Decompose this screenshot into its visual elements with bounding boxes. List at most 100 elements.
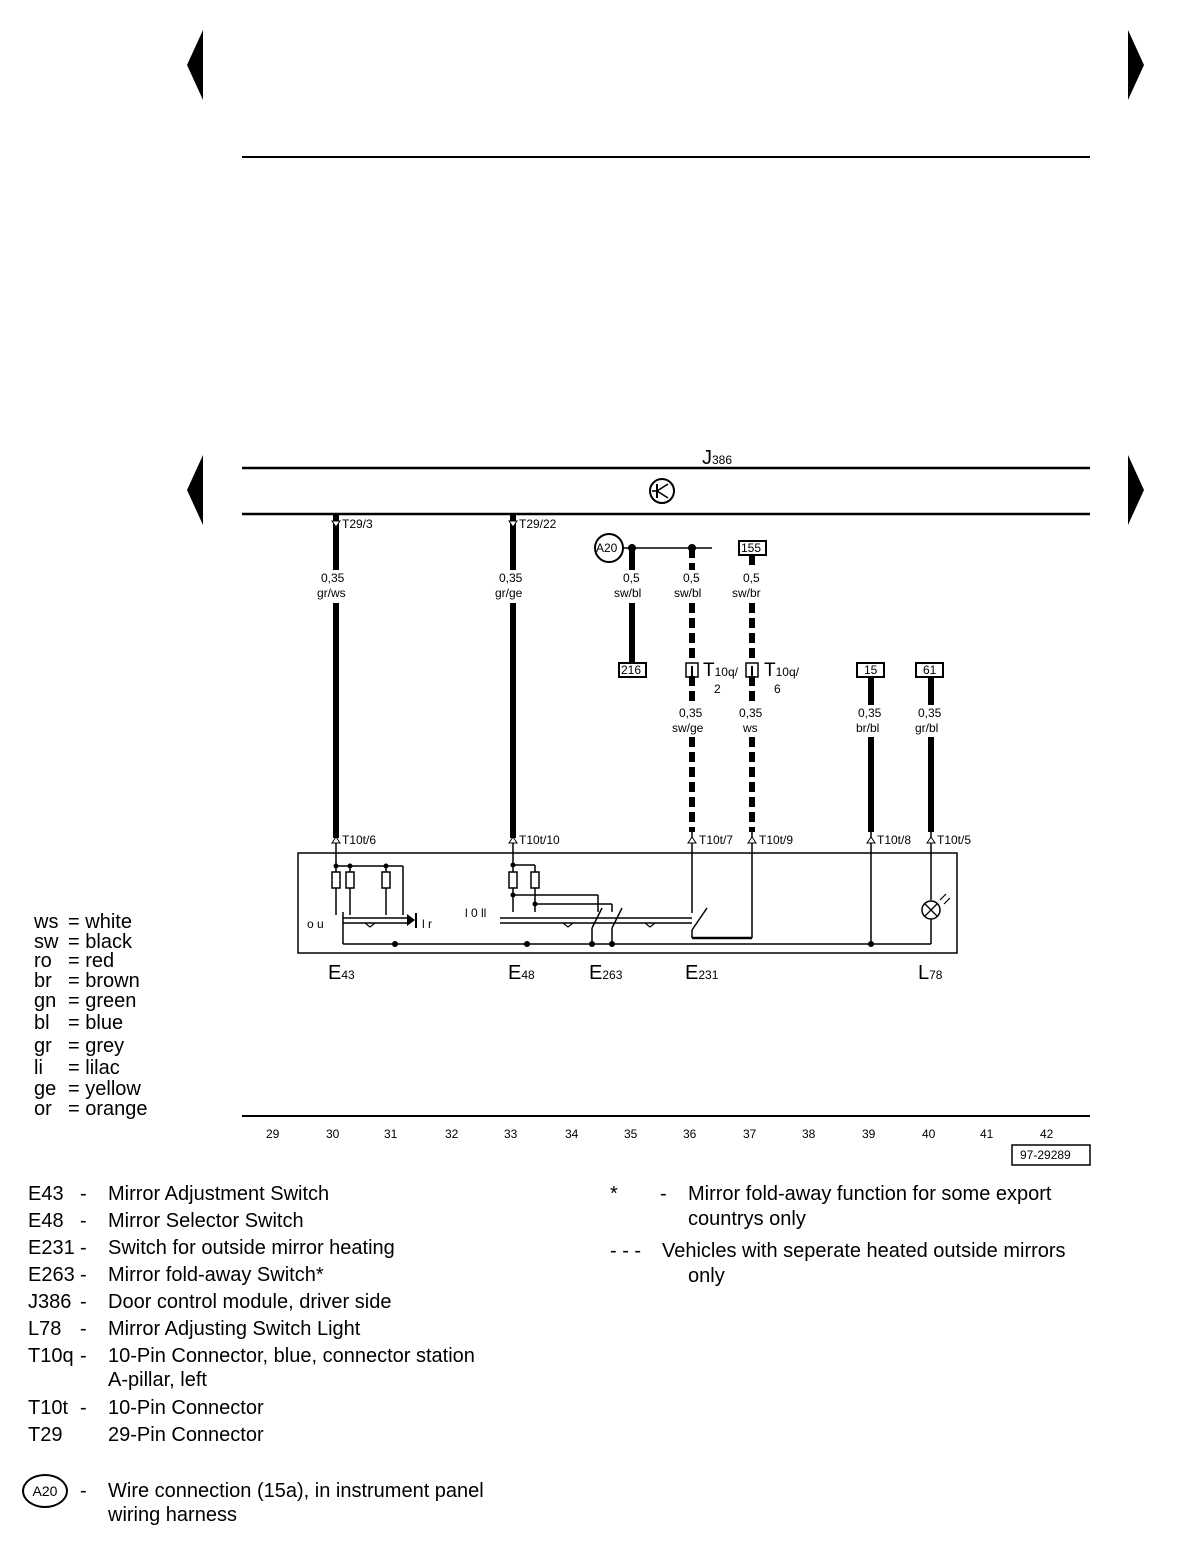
wire-color-label: gr/ws bbox=[317, 586, 346, 600]
legend-row: gr= grey bbox=[34, 1035, 125, 1057]
column-number: 40 bbox=[922, 1127, 936, 1141]
parts-list-item: E231-Switch for outside mirror heating bbox=[28, 1237, 395, 1259]
switch-position-mark: l r bbox=[422, 917, 432, 931]
reference-box-label: 61 bbox=[923, 663, 937, 677]
figure-id: 97-29289 bbox=[1020, 1148, 1071, 1162]
wire-terminal-label: T10t/8 bbox=[877, 833, 912, 847]
component-label-e48: E48 bbox=[508, 962, 535, 984]
legend-row: ws= white bbox=[34, 911, 132, 933]
parts-list-item: T10q-10-Pin Connector, blue, connector s… bbox=[28, 1345, 475, 1391]
legend-row: li= lilac bbox=[34, 1057, 120, 1079]
column-number: 30 bbox=[326, 1127, 340, 1141]
column-number: 35 bbox=[624, 1127, 638, 1141]
connector-label: T10q/ bbox=[764, 660, 799, 681]
wire-color-label: gr/ge bbox=[495, 586, 523, 600]
column-number: 31 bbox=[384, 1127, 398, 1141]
navigation-arrow-left-icon[interactable] bbox=[187, 30, 203, 100]
module-label-j386: J386 bbox=[702, 447, 733, 469]
resistor-icon bbox=[331, 871, 391, 889]
parts-list-item-a20: A20 -Wire connection (15a), in instrumen… bbox=[0, 1474, 560, 1530]
column-number: 39 bbox=[862, 1127, 876, 1141]
wire-terminal-label: T10t/7 bbox=[699, 833, 734, 847]
column-number: 32 bbox=[445, 1127, 459, 1141]
wire-color-label: ws bbox=[743, 721, 758, 735]
switch-housing bbox=[297, 852, 958, 954]
parts-list-item: E48-Mirror Selector Switch bbox=[28, 1210, 304, 1232]
wire-color-label: sw/bl bbox=[614, 586, 642, 600]
legend-row: ge= yellow bbox=[34, 1078, 141, 1100]
parts-list-item: J386-Door control module, driver side bbox=[28, 1291, 392, 1313]
module-j386 bbox=[242, 466, 1090, 516]
legend-row: br= brown bbox=[34, 970, 140, 992]
switch-icon bbox=[591, 907, 708, 931]
column-number: 41 bbox=[980, 1127, 994, 1141]
wire-col33 bbox=[508, 514, 518, 853]
wire-col39 bbox=[856, 662, 885, 944]
legend-row: or= orange bbox=[34, 1098, 148, 1120]
switch-position-mark: o u bbox=[307, 917, 324, 931]
legend-row: ro= red bbox=[34, 950, 115, 972]
bulb-icon bbox=[921, 893, 951, 920]
navigation-arrow-right-icon[interactable] bbox=[1128, 30, 1144, 100]
navigation-arrow-left-icon[interactable] bbox=[187, 455, 203, 525]
reference-box-label: 155 bbox=[741, 541, 762, 555]
switch-position-mark: l 0 ll bbox=[465, 906, 487, 920]
wire-col36 bbox=[685, 548, 699, 913]
wire-size-label: 0,5 bbox=[623, 571, 640, 585]
wire-size-label: 0,5 bbox=[743, 571, 760, 585]
wire-col37 bbox=[738, 540, 767, 938]
connector-pin: 2 bbox=[714, 682, 721, 696]
transistor-icon bbox=[649, 478, 675, 504]
parts-list-item: L78-Mirror Adjusting Switch Light bbox=[28, 1318, 361, 1340]
wire-size-label: 0,35 bbox=[679, 706, 703, 720]
note-item: - - - Vehicles with seperate heated outs… bbox=[610, 1240, 1066, 1287]
connector-label: T10q/ bbox=[703, 660, 738, 681]
legend-row: gn= green bbox=[34, 990, 137, 1012]
legend-row: sw= black bbox=[34, 931, 132, 953]
legend-row: bl= blue bbox=[34, 1012, 124, 1034]
reference-box-label: 15 bbox=[864, 663, 878, 677]
column-number: 37 bbox=[743, 1127, 757, 1141]
wire-col30 bbox=[331, 514, 341, 853]
component-label-e263: E263 bbox=[589, 962, 623, 984]
wire-connection-symbol: A20 bbox=[22, 1474, 68, 1508]
column-number: 38 bbox=[802, 1127, 816, 1141]
wire-col35 bbox=[618, 548, 647, 678]
wire-terminal-label: T10t/10 bbox=[519, 833, 560, 847]
wire-color-label: gr/bl bbox=[915, 721, 939, 735]
wire-color-label: br/bl bbox=[856, 721, 880, 735]
wire-terminal-label: T10t/9 bbox=[759, 833, 794, 847]
column-number: 33 bbox=[504, 1127, 518, 1141]
wire-color-label: sw/br bbox=[732, 586, 761, 600]
parts-list-item: E263-Mirror fold-away Switch* bbox=[28, 1264, 324, 1286]
note-item: * - Mirror fold-away function for some e… bbox=[610, 1183, 1052, 1230]
reference-box-label: 216 bbox=[621, 663, 642, 677]
navigation-arrow-right-icon[interactable] bbox=[1128, 455, 1144, 525]
figure-id-box bbox=[1011, 1144, 1091, 1166]
parts-list-item: E43-Mirror Adjustment Switch bbox=[28, 1183, 330, 1205]
wire-color-label: sw/bl bbox=[674, 586, 702, 600]
wire-color-label: sw/ge bbox=[672, 721, 704, 735]
component-label-e231: E231 bbox=[685, 962, 719, 984]
component-label-e43: E43 bbox=[328, 962, 355, 984]
wire-size-label: 0,35 bbox=[499, 571, 523, 585]
wire-terminal-label: T29/22 bbox=[519, 517, 557, 531]
column-number: 34 bbox=[565, 1127, 579, 1141]
wire-size-label: 0,35 bbox=[739, 706, 763, 720]
wire-terminal-label: T29/3 bbox=[342, 517, 373, 531]
wire-terminal-label: T10t/5 bbox=[937, 833, 972, 847]
column-number: 29 bbox=[266, 1127, 280, 1141]
column-number: 42 bbox=[1040, 1127, 1054, 1141]
column-number: 36 bbox=[683, 1127, 697, 1141]
wire-connection-label: A20 bbox=[596, 541, 618, 555]
wire-terminal-label: T10t/6 bbox=[342, 833, 377, 847]
parts-list-item: T10t-10-Pin Connector bbox=[28, 1397, 264, 1419]
wire-size-label: 0,35 bbox=[858, 706, 882, 720]
wire-size-label: 0,5 bbox=[683, 571, 700, 585]
wire-size-label: 0,35 bbox=[321, 571, 345, 585]
wire-size-label: 0,35 bbox=[918, 706, 942, 720]
component-label-l78: L78 bbox=[918, 962, 943, 984]
connector-pin: 6 bbox=[774, 682, 781, 696]
